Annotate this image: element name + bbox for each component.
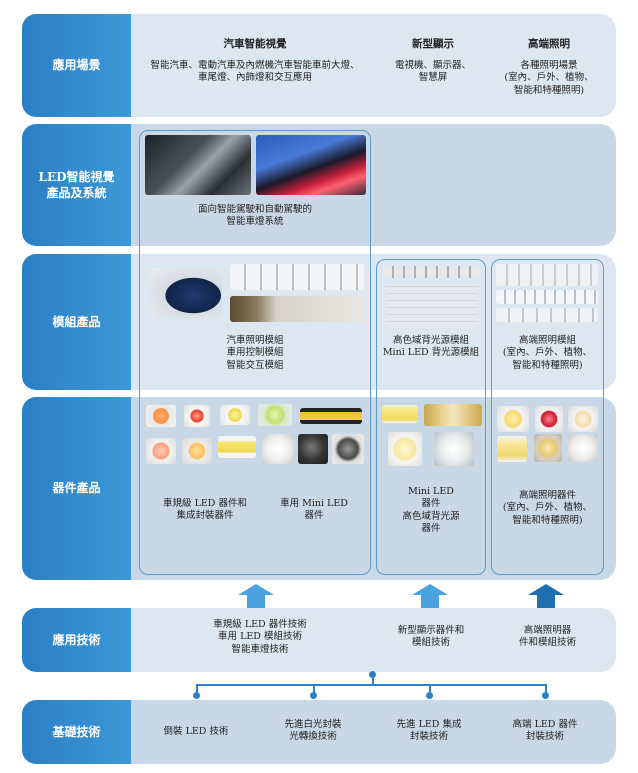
auto-column-panel: [139, 130, 371, 575]
module-label: 模組產品: [22, 254, 131, 390]
connector-trunk: [372, 676, 374, 685]
backlight-device-image-round: [388, 432, 422, 466]
lighting-board-image-2: [496, 290, 598, 304]
mini-led-device-image-dark-2: [332, 434, 364, 464]
base-tech-item-2: 先進白光封裝 光轉換技術: [284, 719, 342, 743]
device-display-text: Mini LED 器件 高色域背光源 器件: [402, 486, 460, 535]
connector-bar: [196, 684, 546, 686]
module-display-text: 高色域背光源模組 Mini LED 背光源模組: [382, 335, 480, 359]
column-header-auto: 汽車智能視覺: [223, 38, 287, 50]
app-tech-display-text: 新型顯示器件和 模組技術: [397, 625, 465, 649]
led-strip-module-image-1: [230, 264, 364, 290]
base-tech-item-3: 先進 LED 集成 封裝技術: [396, 719, 462, 743]
control-module-image: [150, 268, 222, 318]
taillight-image: [256, 135, 366, 195]
scenario-auto: 智能汽車、電動汽車及內燃機汽車智能車前大燈、 車尾燈、內飾燈和交互應用: [150, 60, 360, 84]
device-lighting-text: 高端照明器件 (室內、戶外、植物、 智能和特種照明): [502, 490, 593, 526]
base-tech-item-4: 高端 LED 器件 封裝技術: [512, 719, 578, 743]
mini-led-device-image-dark-1: [298, 434, 328, 464]
device-auto-left-text: 車規級 LED 器件和 集成封裝器件: [163, 498, 247, 522]
up-arrow-display: [412, 584, 448, 608]
column-header-lighting: 高端照明: [528, 38, 570, 50]
up-arrow-lighting: [528, 584, 564, 608]
connector-dot-4: [542, 692, 549, 699]
device-label: 器件產品: [22, 397, 131, 580]
lighting-device-image-dome: [568, 434, 598, 462]
led-strip-module-image-2: [230, 296, 364, 322]
lighting-board-image-3: [496, 308, 598, 322]
lighting-device-image-yellow: [497, 406, 529, 432]
application-label: 應用場景: [22, 14, 131, 117]
connector-branch-1: [196, 684, 198, 696]
system-auto-text: 面向智能駕駛和自動駕駛的 智能車燈系統: [197, 204, 312, 228]
mini-led-device-image-gold-chip: [424, 404, 482, 426]
backlight-panel-image: [386, 284, 478, 328]
column-header-display: 新型顯示: [412, 38, 454, 50]
connector-dot-3: [426, 692, 433, 699]
led-device-image-green: [258, 404, 292, 426]
base-tech-label: 基礎技術: [22, 700, 131, 764]
lighting-board-image-1: [496, 264, 598, 286]
lighting-device-image-ceramic: [534, 434, 562, 462]
lighting-device-image-cream: [568, 406, 598, 432]
mini-led-device-image-yellow-chip: [382, 405, 418, 423]
connector-top-dot: [369, 671, 376, 678]
up-arrow-auto: [238, 584, 274, 608]
led-device-image-pink: [146, 438, 176, 464]
led-device-image-orange: [146, 405, 176, 427]
backlight-device-image-clear: [434, 432, 474, 466]
connector-branch-2: [313, 684, 315, 696]
headlamp-image: [145, 135, 251, 195]
lighting-device-image-red: [535, 406, 563, 432]
app-tech-label: 應用技術: [22, 608, 131, 672]
led-device-image-yellow: [220, 405, 250, 425]
device-auto-right-text: 車用 Mini LED 器件: [280, 498, 348, 522]
module-auto-text: 汽車照明模組 車用控制模組 智能交互模組: [226, 335, 284, 371]
lighting-column-panel: [491, 259, 604, 575]
led-system-label: LED智能視覺 產品及系統: [22, 124, 131, 246]
display-column-panel: [376, 259, 486, 575]
connector-dot-2: [310, 692, 317, 699]
lighting-device-image-square: [497, 436, 527, 462]
backlight-strip-image: [383, 266, 480, 278]
mini-led-device-image-strip: [300, 408, 362, 424]
module-lighting-text: 高端照明模組 (室內、戶外、植物、 智能和特種照明): [502, 335, 593, 371]
scenario-lighting: 各種照明場景 (室內、戶外、植物、 智能和特種照明): [504, 60, 594, 96]
app-tech-lighting-text: 高端照明器 件和模組技術: [518, 625, 576, 649]
app-tech-auto-text: 車規級 LED 器件技術 車用 LED 模組技術 智能車燈技術: [213, 619, 307, 655]
led-device-image-amber: [182, 438, 212, 464]
led-device-image-yellow-long: [218, 436, 256, 458]
led-device-image-red-square: [184, 405, 210, 427]
connector-dot-1: [193, 692, 200, 699]
scenario-display: 電視機、顯示器、 智慧屏: [394, 60, 471, 84]
connector-branch-3: [429, 684, 431, 696]
led-device-image-white-dome: [262, 434, 294, 464]
connector-branch-4: [545, 684, 547, 696]
base-tech-item-1: 倒裝 LED 技術: [163, 726, 229, 737]
